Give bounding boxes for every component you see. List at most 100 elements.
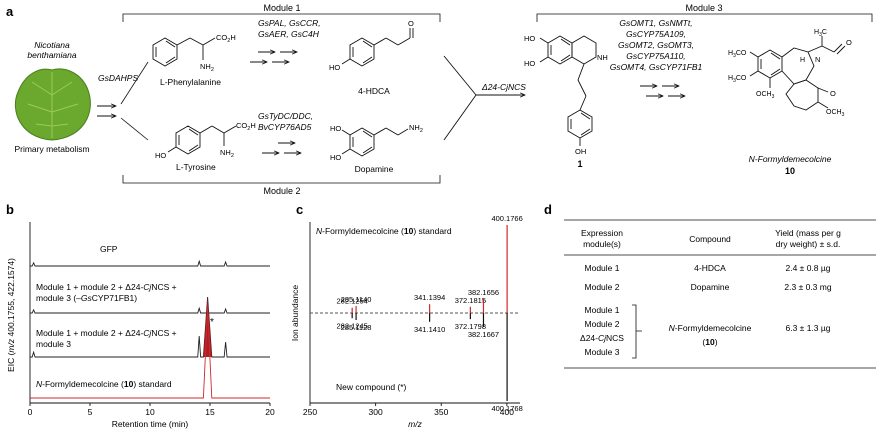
- sample-peak-label: 372.1798: [455, 322, 486, 331]
- module3-bracket: [536, 13, 873, 22]
- product-o-formyl: O: [846, 38, 852, 47]
- gsdahps-label: GsDAHPS: [98, 73, 138, 83]
- header-yield-2: dry weight) ± s.d.: [776, 239, 841, 249]
- row2-yield: 2.3 ± 0.3 mg: [784, 282, 831, 292]
- dahps-arrows: [97, 106, 116, 116]
- panel-c-label: c: [296, 202, 303, 217]
- ncs-label: Δ24-CjNCS: [481, 82, 526, 92]
- panel-b-xlabel: Retention time (min): [112, 419, 189, 429]
- trace-label-gfp: GFP: [100, 244, 118, 254]
- cmpd1-nh: NH: [597, 53, 608, 62]
- svg-text:Δ24-CjNCS: Δ24-CjNCS: [580, 333, 624, 343]
- chromatogram-trace-0: [30, 259, 270, 267]
- cmpd1-ho1: HO: [524, 34, 535, 43]
- dopamine-label: Dopamine: [355, 164, 394, 174]
- svg-text:Module 2: Module 2: [585, 319, 620, 329]
- b-xtick-label: 20: [265, 407, 275, 417]
- chromatogram-trace-1: [30, 306, 270, 314]
- panel-c-bottom-label: New compound (*): [336, 382, 407, 392]
- sample-peak-label: 285.1128: [341, 323, 372, 332]
- ncs-converge: [443, 55, 525, 141]
- standard-peak-label: 400.1766: [491, 214, 522, 223]
- module1-bracket: [122, 13, 441, 22]
- sample-peak-label: 400.1768: [491, 404, 522, 413]
- module1-enzymes-2: GsAER, GsC4H: [258, 29, 320, 39]
- c-xtick-label: 300: [369, 407, 383, 417]
- hdca-label: 4-HDCA: [358, 86, 390, 96]
- panel-b-ylabel: EIC (m/z 400.1755, 422.1574): [6, 258, 16, 372]
- c-xtick-label: 400: [500, 407, 514, 417]
- standard-peak-label: 341.1394: [414, 293, 445, 302]
- module1-label: Module 1: [263, 3, 300, 13]
- row3-yield: 6.3 ± 1.3 µg: [785, 323, 830, 333]
- module2-enzymes-2: BvCYP76AD5: [258, 122, 312, 132]
- panel-d: d Expression module(s) Compound Yield (m…: [544, 202, 876, 369]
- chromatogram-trace-3: [30, 307, 270, 399]
- hdca-ho: HO: [329, 63, 340, 72]
- sample-peak-label: 341.1410: [414, 325, 445, 334]
- hdca-o: O: [408, 19, 414, 28]
- panel-c-ylabel: Ion abundance: [290, 285, 300, 342]
- b-xtick-label: 10: [145, 407, 155, 417]
- dopamine-ho2: HO: [330, 153, 341, 162]
- trace-label-full: Module 1 + module 2 + Δ24-CjNCS + module…: [36, 328, 179, 349]
- row2-module: Module 2: [585, 282, 620, 292]
- module2-enzymes: GsTyDC/DDC,: [258, 111, 313, 121]
- panel-c-xlabel: m/z: [408, 419, 422, 429]
- compound-1-structure: [539, 35, 597, 146]
- table-rules: [564, 219, 876, 369]
- leaf-image: [14, 68, 91, 141]
- module3-enzymes-4: GsCYP75A110,: [626, 51, 685, 61]
- module2-arrows: [262, 143, 301, 153]
- tyr-cooh: CO2H: [236, 121, 256, 132]
- header-compound: Compound: [689, 234, 731, 244]
- module3-label: Module 3: [685, 3, 722, 13]
- phe-nh2: NH2: [200, 62, 214, 73]
- standard-peak-label: 382.1656: [468, 288, 499, 297]
- c-xtick-label: 250: [303, 407, 317, 417]
- tyrosine-structure: [167, 125, 237, 155]
- panel-a: a Module 1 Module 2 Module 3 Nicotiana b…: [6, 3, 873, 196]
- b-xtick-label: 15: [205, 407, 215, 417]
- trace-label-standard: N-Formyldemecolcine (10) standard: [36, 379, 172, 389]
- product-nme: H3C: [814, 29, 827, 38]
- organism-name-2: benthamiana: [27, 50, 76, 60]
- module3-enzymes-1: GsOMT1, GsNMTt,: [619, 18, 692, 28]
- module3-enzymes-3: GsOMT2, GsOMT3,: [618, 40, 694, 50]
- chromatogram-trace-2: [30, 296, 270, 358]
- product-label: N-Formyldemecolcine: [749, 154, 832, 164]
- chromatogram-peak-fill: [203, 297, 212, 357]
- standard-peak-label: 285.1140: [341, 295, 372, 304]
- phenylalanine-structure: [152, 37, 216, 67]
- tyr-ho: HO: [155, 151, 166, 160]
- product-h: H: [800, 57, 805, 64]
- star-marker: *: [210, 317, 214, 328]
- header-yield-1: Yield (mass per g: [775, 228, 841, 238]
- product-ome4: OCH3: [826, 109, 845, 118]
- organism-name: Nicotiana: [34, 40, 70, 50]
- row1-compound: 4-HDCA: [694, 263, 726, 273]
- header-module-2: module(s): [583, 239, 621, 249]
- product-ome3: OCH3: [756, 91, 775, 100]
- row1-module: Module 1: [585, 263, 620, 273]
- svg-text:Module 1: Module 1: [585, 305, 620, 315]
- module3-arrows: [640, 86, 685, 96]
- row2-compound: Dopamine: [691, 282, 730, 292]
- row3-modules: Module 1 Module 2 Δ24-CjNCS Module 3: [580, 305, 624, 357]
- phe-cooh: CO2H: [216, 33, 236, 44]
- sample-peak-label: 382.1667: [468, 330, 499, 339]
- svg-text:Module 3: Module 3: [585, 347, 620, 357]
- module2-bracket: [122, 175, 441, 184]
- row3-brace: [632, 304, 642, 359]
- panel-b-axes: [29, 222, 270, 404]
- tyr-nh2: NH2: [220, 148, 234, 159]
- hdca-structure: [341, 28, 414, 67]
- dopamine-ho1: HO: [330, 124, 341, 133]
- product-n: N: [815, 55, 820, 64]
- trace-label-minus: Module 1 + module 2 + Δ24-CjNCS + module…: [36, 282, 179, 303]
- row1-yield: 2.4 ± 0.8 µg: [785, 263, 830, 273]
- sample-peak-label: 282.1245: [337, 321, 368, 330]
